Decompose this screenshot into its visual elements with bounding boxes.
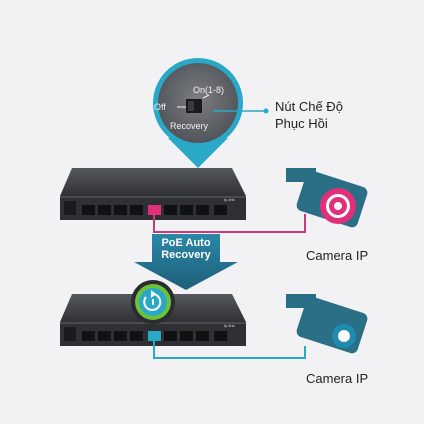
camera-bottom-body — [296, 296, 368, 354]
switch-top-failed-port — [148, 205, 161, 215]
switch-bottom-brand: tp-link — [224, 323, 235, 328]
switch-bottom-recovered-port — [148, 331, 161, 341]
poe-arrow-shape — [134, 234, 238, 290]
switch-top-surface — [60, 168, 246, 196]
recovery-mode-label-line1: Nút Chế Độ — [275, 99, 343, 114]
switch-top: tp-link — [60, 168, 246, 220]
camera-bottom-label: Camera IP — [306, 371, 369, 386]
top-connection-line — [153, 214, 306, 233]
recovery-mode-label: Nút Chế Độ Phục Hồi — [275, 98, 385, 132]
camera-bottom — [286, 294, 368, 354]
poe-auto-recovery-label: PoE Auto Recovery — [144, 237, 228, 261]
poe-label-line2: Recovery — [161, 249, 211, 261]
recovery-mode-label-line2: Phục Hồi — [275, 116, 328, 131]
callout-leader-dot — [263, 108, 269, 114]
switch-recovery-label: Recovery — [170, 121, 209, 131]
switch-bottom-leds — [64, 327, 76, 341]
on-tick — [202, 94, 210, 99]
camera-top-label: Camera IP — [306, 248, 369, 263]
refresh-icon — [143, 293, 162, 311]
poe-label-line1: PoE Auto — [161, 237, 211, 249]
recovery-switch-callout — [153, 58, 269, 168]
switch-top-leds — [64, 201, 76, 215]
switch-off-label: Off — [154, 102, 166, 112]
callout-pointer — [168, 138, 228, 168]
poe-auto-recovery-arrow — [134, 234, 238, 290]
switch-top-brand: tp-link — [224, 197, 235, 202]
dip-switch-knob — [188, 101, 194, 111]
camera-top — [286, 168, 368, 228]
recovery-badge — [131, 280, 175, 324]
bottom-connection-line — [153, 341, 306, 359]
switch-on-label: On(1-8) — [193, 85, 225, 95]
